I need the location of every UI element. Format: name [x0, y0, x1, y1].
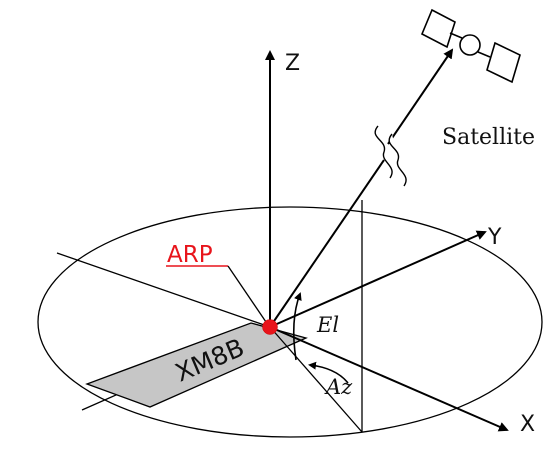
- elevation-label: El: [316, 313, 339, 337]
- y-axis-label: Y: [487, 225, 502, 250]
- x-axis-label: X: [520, 412, 535, 437]
- arp-point: [262, 319, 278, 335]
- receiver-box: [85, 322, 308, 408]
- arp-label: ARP: [167, 242, 213, 268]
- azimuth-arc: [308, 361, 349, 384]
- satellite-line-lower: [269, 159, 385, 328]
- z-axis-label: Z: [285, 51, 300, 76]
- satellite-icon: [420, 8, 521, 84]
- y-axis: [269, 230, 487, 328]
- horizontal-plane-ellipse: [37, 206, 543, 438]
- satellite-projection-line: [269, 326, 363, 433]
- plane-line-back-left: [56, 252, 271, 328]
- satellite-line-upper: [387, 48, 454, 145]
- azimuth-label: Az: [324, 375, 353, 399]
- x-axis: [269, 326, 509, 432]
- arp-leader-line: [227, 265, 267, 323]
- line-break-symbol: [374, 125, 407, 187]
- satellite-label: Satellite: [442, 125, 535, 150]
- elevation-arc: [292, 292, 302, 361]
